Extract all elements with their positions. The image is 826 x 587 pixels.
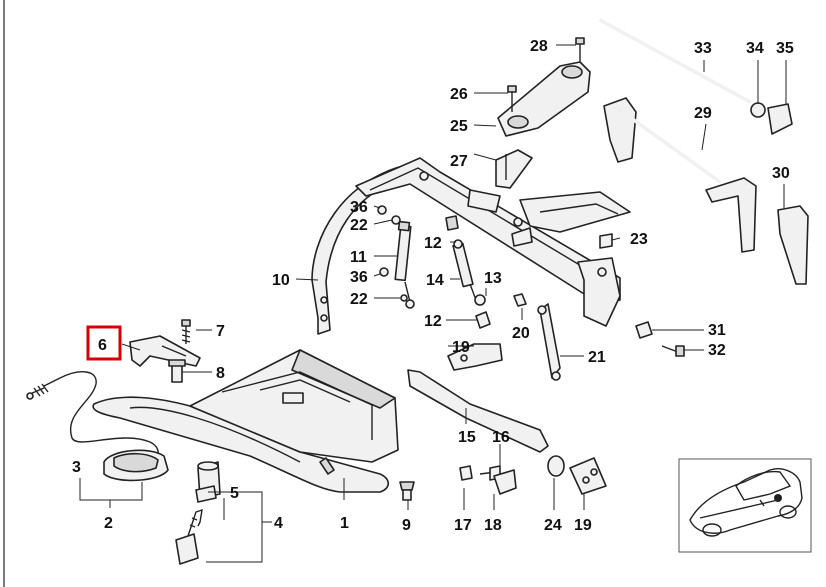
highlight-box [86,325,122,361]
car-icon [689,468,803,537]
callout-9: 9 [402,517,411,534]
callout-19b: 19 [574,517,592,534]
callout-11: 11 [350,249,367,266]
callout-5: 5 [230,485,239,502]
callout-17: 17 [454,517,472,534]
callout-26: 26 [450,86,468,103]
callout-15: 15 [458,429,476,446]
highlighted-callout-6[interactable]: 6 [86,325,122,361]
latch-linkage-drawing [407,293,607,495]
callout-23: 23 [630,231,648,248]
gas-strut-11-drawing [377,205,415,309]
upper-bracket-drawing [495,37,591,189]
callout-12a: 12 [424,235,442,252]
callout-4: 4 [274,515,283,532]
callout-27: 27 [450,153,468,170]
callout-8: 8 [216,365,225,382]
callout-33: 33 [694,40,712,57]
callout-12b: 12 [424,313,442,330]
callout-31: 31 [708,322,726,339]
callout-22a: 22 [350,217,368,234]
callout-19a: 19 [452,339,470,356]
callout-1: 1 [340,515,349,532]
lock-cylinder-drawing [175,461,221,565]
release-cable-drawing [26,371,159,467]
callout-25: 25 [450,118,468,135]
lock-housing-drawing [103,449,169,482]
callout-30: 30 [772,165,790,182]
callout-10: 10 [272,272,290,289]
callout-2: 2 [104,515,113,532]
mounting-frame-drawing [355,157,631,327]
leader-lines [79,44,787,563]
callout-7: 7 [216,323,225,340]
callout-20: 20 [512,325,530,342]
hinge-rod-drawing [599,18,809,357]
glove-box-drawing [92,349,399,493]
callout-3: 3 [72,459,81,476]
location-marker [774,494,782,502]
callout-6: 6 [98,337,107,354]
callout-24: 24 [544,517,562,534]
gas-strut-14-drawing [445,215,491,329]
callout-22b: 22 [350,291,368,308]
callout-18: 18 [484,517,502,534]
callout-32: 32 [708,342,726,359]
screw-9-drawing [399,481,415,501]
callout-36a: 36 [350,199,368,216]
callout-21: 21 [588,349,606,366]
callout-36b: 36 [350,269,368,286]
callout-28: 28 [530,38,548,55]
callout-29: 29 [694,105,712,122]
lock-bracket-drawing [129,319,201,383]
callout-16: 16 [492,429,510,446]
callout-34: 34 [746,40,764,57]
callout-35: 35 [776,40,794,57]
callout-13: 13 [484,270,502,287]
callout-14: 14 [426,272,444,289]
callout-labels: 1 2 3 4 5 7 8 9 10 11 12 12 13 14 15 16 … [72,38,794,534]
location-inset [678,458,812,553]
